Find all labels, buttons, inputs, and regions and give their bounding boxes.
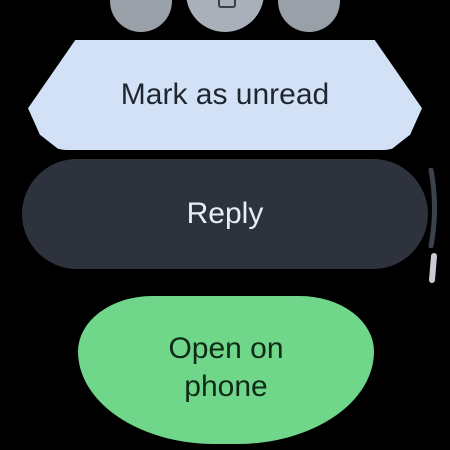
open-on-phone-label: Open on phone	[168, 332, 284, 403]
mark-as-unread-button[interactable]: Mark as unread	[28, 40, 422, 150]
mark-as-unread-label: Mark as unread	[120, 78, 330, 111]
open-on-phone-button[interactable]: Open on phone	[78, 296, 374, 444]
top-chip-right[interactable]	[269, 0, 349, 41]
reply-button[interactable]: Reply	[22, 159, 428, 269]
top-chip-left[interactable]	[101, 0, 181, 41]
scroll-indicator-icon[interactable]	[428, 168, 440, 248]
reply-label: Reply	[186, 197, 264, 230]
scroll-thumb[interactable]	[428, 253, 438, 283]
watch-top-icon	[218, 0, 236, 8]
